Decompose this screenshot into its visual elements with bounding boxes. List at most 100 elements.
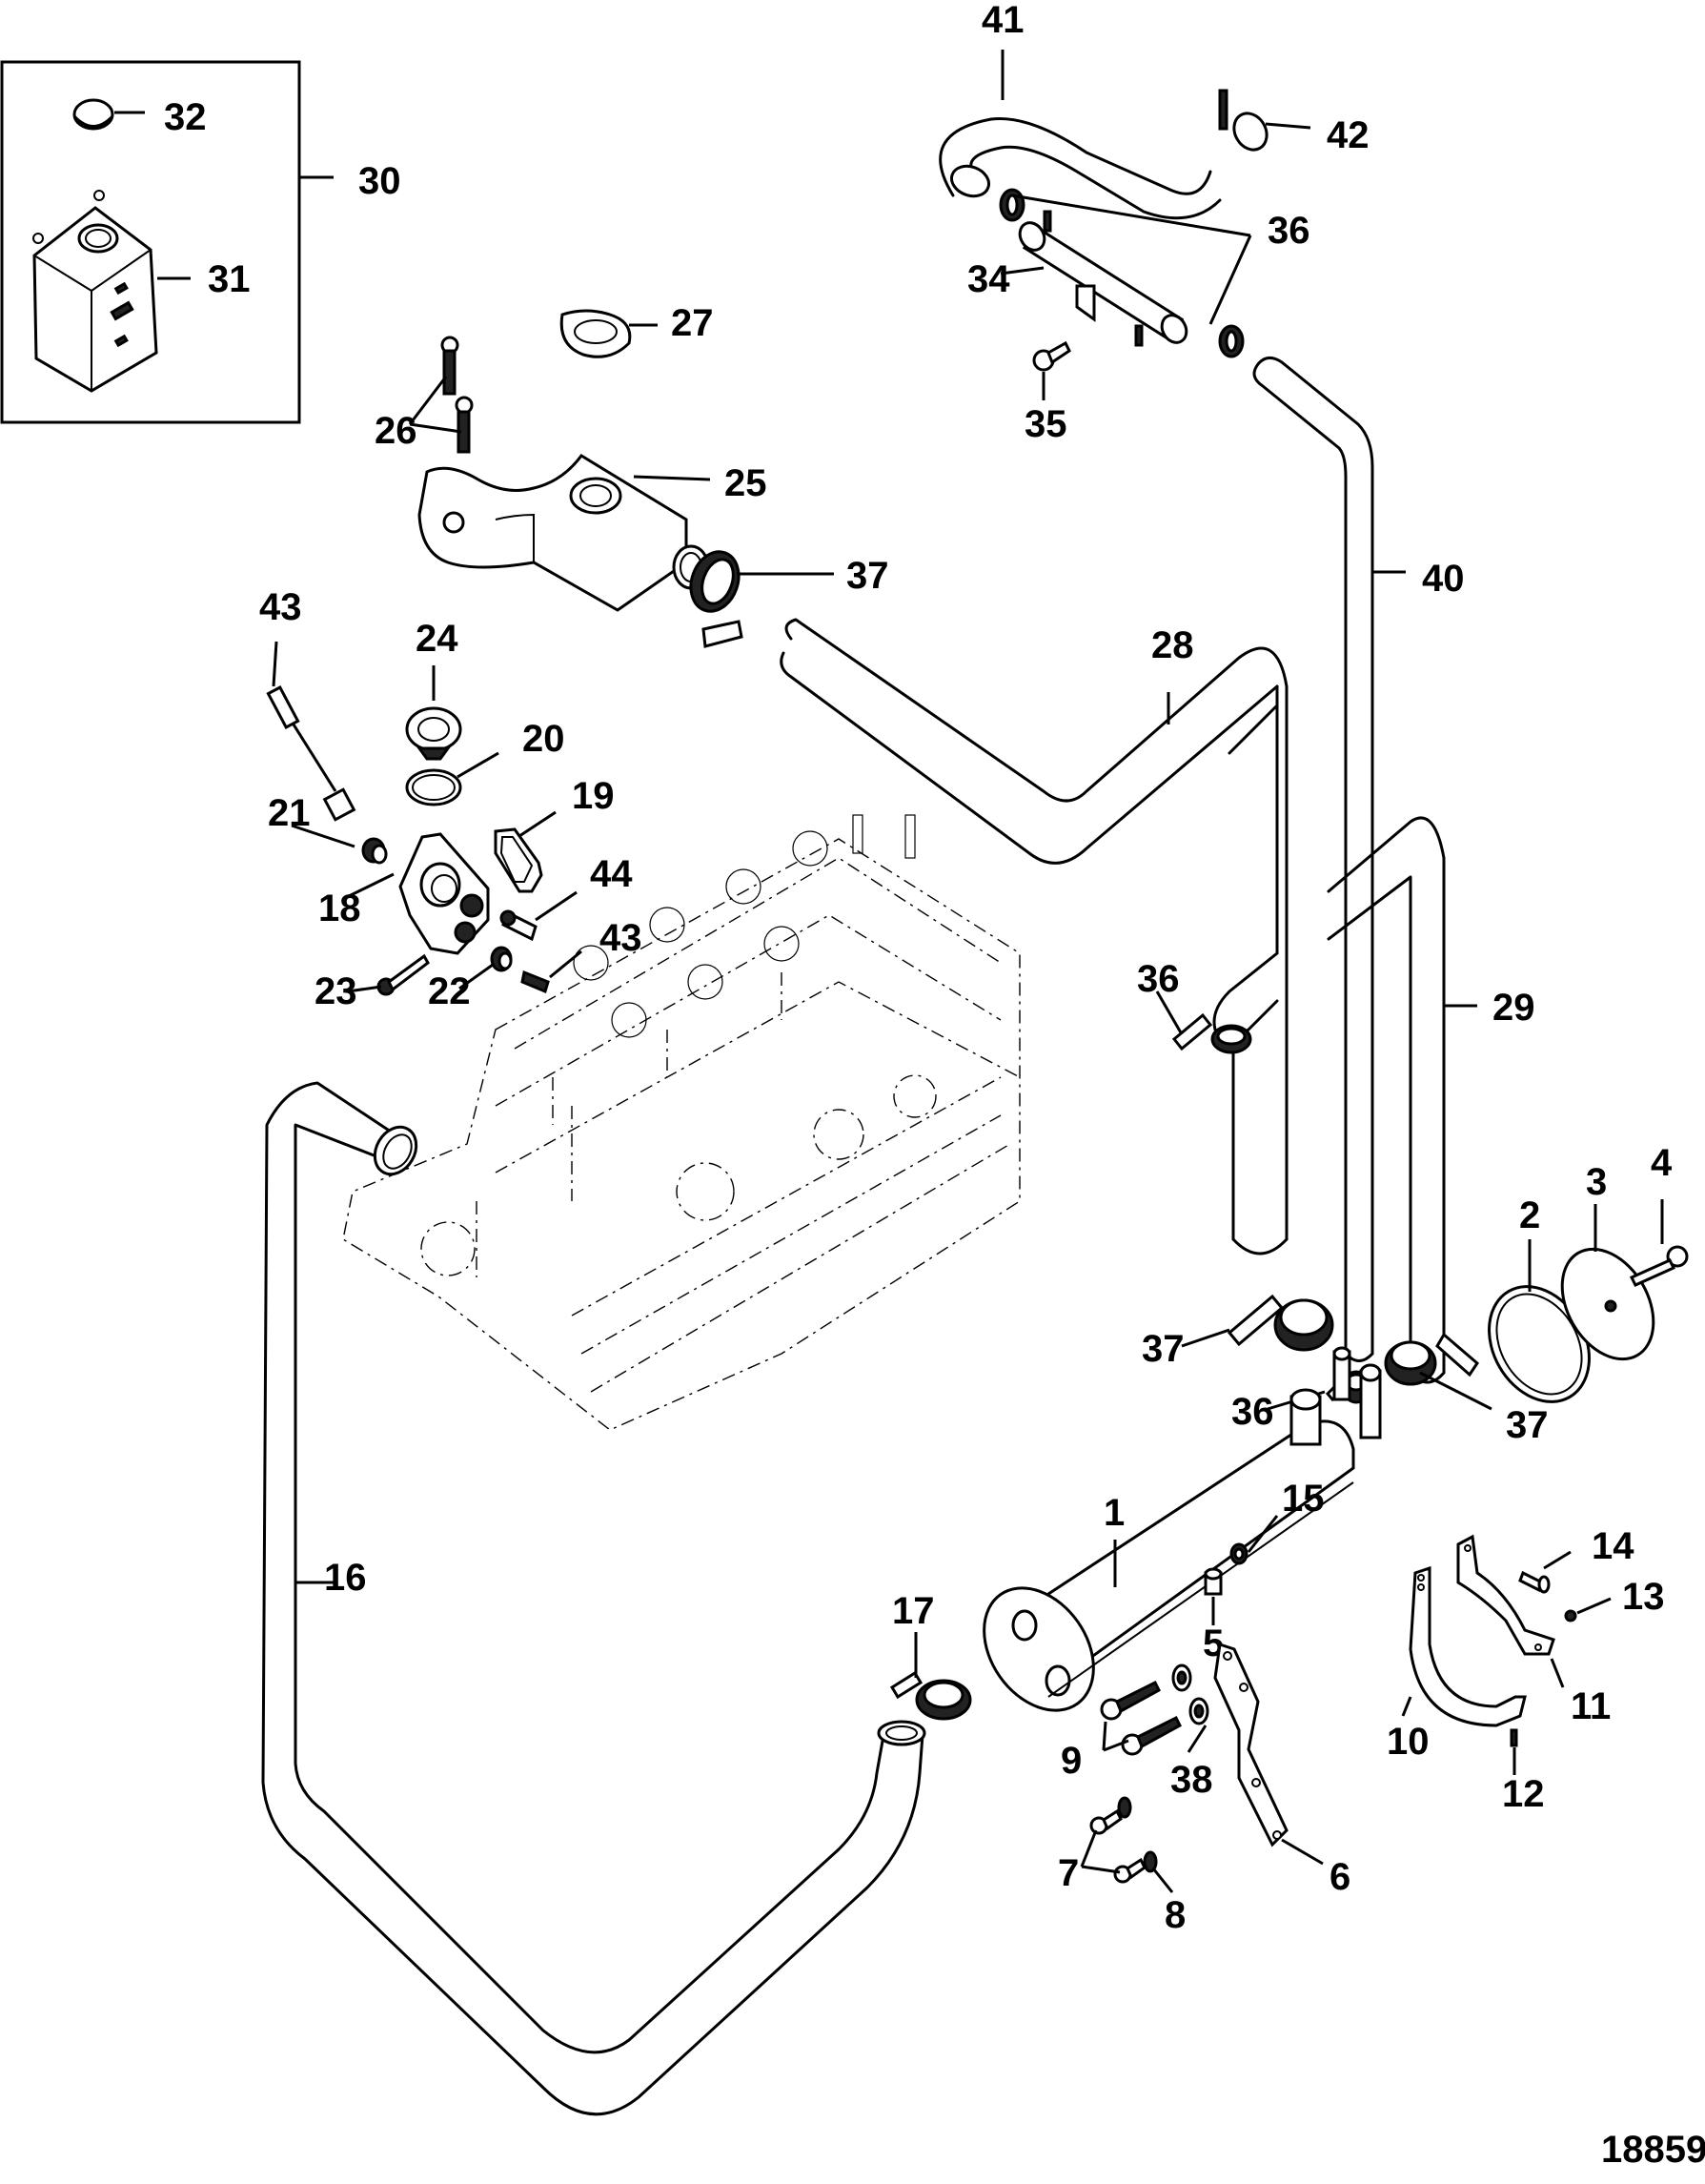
- leader-37-lower: [1181, 1328, 1230, 1348]
- callout-8[interactable]: 8: [1165, 1894, 1186, 1936]
- clamp-37-lower-drawing: [1227, 1294, 1334, 1352]
- leader-43: [549, 949, 582, 979]
- callout-39[interactable]: 40: [1422, 558, 1465, 600]
- callout-35[interactable]: 36: [1268, 210, 1310, 252]
- callout-7[interactable]: 7: [1058, 1852, 1079, 1894]
- tube-33-drawing: [1018, 210, 1188, 347]
- leader-15: [1247, 1515, 1279, 1553]
- callout-34[interactable]: 35: [1025, 403, 1067, 445]
- leader-20: [457, 751, 499, 779]
- callout-13[interactable]: 13: [1622, 1576, 1665, 1618]
- callout-29[interactable]: 28: [1151, 624, 1194, 666]
- callout-28[interactable]: 29: [1492, 987, 1535, 1029]
- figure-number: 18859: [1601, 2129, 1705, 2171]
- callout-31[interactable]: 31: [208, 258, 251, 300]
- sensor-harness-42-drawing: [266, 685, 356, 822]
- leader-10: [1401, 1696, 1412, 1717]
- leader-36-right: [1419, 1371, 1492, 1411]
- clamp-17-drawing: [889, 1670, 972, 1721]
- clamp-36-right-drawing: [1384, 1332, 1479, 1386]
- callout-41[interactable]: 42: [1327, 114, 1370, 156]
- strap-10-drawing: [1409, 1565, 1527, 1727]
- leader-26a: [408, 376, 448, 425]
- callout-37-upper[interactable]: 37: [846, 555, 889, 597]
- callout-24[interactable]: 24: [416, 618, 458, 660]
- leader-6: [1281, 1838, 1324, 1866]
- reservoir-cap-drawing: [72, 98, 114, 131]
- leader-7a: [1080, 1829, 1098, 1868]
- thermostat-housing-18-drawing: [398, 832, 490, 955]
- callout-42[interactable]: 43: [259, 586, 302, 628]
- callout-25[interactable]: 25: [724, 462, 767, 504]
- callout-18[interactable]: 18: [318, 888, 361, 929]
- leader-33: [1000, 266, 1045, 276]
- callout-26[interactable]: 26: [375, 410, 417, 452]
- washer-8-drawing: [1143, 1850, 1158, 1873]
- leader-18: [348, 872, 395, 898]
- leader-21: [291, 824, 355, 848]
- bracket-6-drawing: [1213, 1643, 1289, 1847]
- leader-35a: [1011, 194, 1251, 237]
- callout-30[interactable]: 30: [358, 160, 401, 202]
- callout-20[interactable]: 20: [522, 718, 565, 760]
- screw-34-drawing: [1032, 340, 1071, 372]
- leader-7b: [1081, 1865, 1121, 1874]
- callout-22[interactable]: 22: [428, 970, 471, 1012]
- pressure-cap-27-drawing: [559, 309, 632, 358]
- callout-19[interactable]: 19: [572, 775, 615, 817]
- callout-27[interactable]: 27: [671, 302, 714, 344]
- leader-23: [347, 985, 382, 993]
- kit-box-frame: [0, 60, 301, 424]
- callout-38[interactable]: 38: [1170, 1759, 1213, 1801]
- callout-37-lower[interactable]: 37: [1142, 1328, 1185, 1370]
- kit-box-group: 30 32 31: [0, 60, 401, 424]
- clamp-41-drawing: [1218, 89, 1269, 152]
- callout-44[interactable]: 44: [590, 853, 633, 895]
- callout-36-right[interactable]: 37: [1506, 1404, 1549, 1446]
- plug-22-drawing: [490, 946, 513, 972]
- callout-2[interactable]: 2: [1519, 1194, 1540, 1236]
- nut-13-drawing: [1564, 1609, 1577, 1623]
- bolt-14-drawing: [1518, 1570, 1551, 1594]
- leader-38: [1187, 1725, 1208, 1753]
- callout-3[interactable]: 3: [1586, 1161, 1607, 1203]
- callout-23[interactable]: 23: [315, 970, 357, 1012]
- hose-16-drawing: [261, 1081, 926, 2116]
- callout-12[interactable]: 12: [1502, 1773, 1545, 1815]
- hose-40-drawing: [939, 116, 1222, 220]
- seal-20-drawing: [405, 768, 462, 806]
- callout-33[interactable]: 34: [967, 258, 1010, 300]
- callout-36-mid[interactable]: 36: [1137, 958, 1180, 1000]
- strap-11-drawing: [1456, 1534, 1555, 1656]
- screw-4-drawing: [1629, 1245, 1689, 1287]
- reservoir-drawing: [32, 190, 158, 393]
- callout-4[interactable]: 4: [1651, 1142, 1673, 1184]
- leader-8: [1151, 1868, 1174, 1893]
- hose-29-drawing: [780, 618, 1289, 1255]
- leader-42: [272, 641, 278, 687]
- leader-13: [1576, 1597, 1612, 1615]
- callout-11[interactable]: 11: [1571, 1685, 1611, 1727]
- callout-40[interactable]: 41: [982, 0, 1025, 41]
- expansion-housing-25-drawing: [417, 454, 710, 612]
- callout-6[interactable]: 6: [1329, 1856, 1350, 1898]
- callout-36-small[interactable]: 36: [1231, 1391, 1274, 1433]
- screw-23-drawing: [376, 953, 430, 996]
- callout-14[interactable]: 14: [1592, 1525, 1634, 1567]
- gasket-2-drawing: [1488, 1285, 1591, 1403]
- callout-15[interactable]: 15: [1282, 1478, 1325, 1520]
- plug-21-drawing: [361, 837, 388, 865]
- callout-32[interactable]: 32: [164, 96, 207, 138]
- callout-1[interactable]: 1: [1104, 1492, 1125, 1534]
- callout-10[interactable]: 10: [1387, 1721, 1430, 1763]
- leader-26b: [409, 422, 462, 434]
- washers-38-drawing: [1171, 1664, 1209, 1725]
- callout-21[interactable]: 21: [268, 792, 311, 834]
- callout-9[interactable]: 9: [1061, 1740, 1082, 1782]
- callout-17[interactable]: 17: [892, 1590, 935, 1632]
- callout-43[interactable]: 43: [599, 917, 642, 959]
- callout-16[interactable]: 16: [324, 1557, 367, 1599]
- leader-9a: [1102, 1721, 1107, 1751]
- leader-36-mid: [1155, 990, 1184, 1035]
